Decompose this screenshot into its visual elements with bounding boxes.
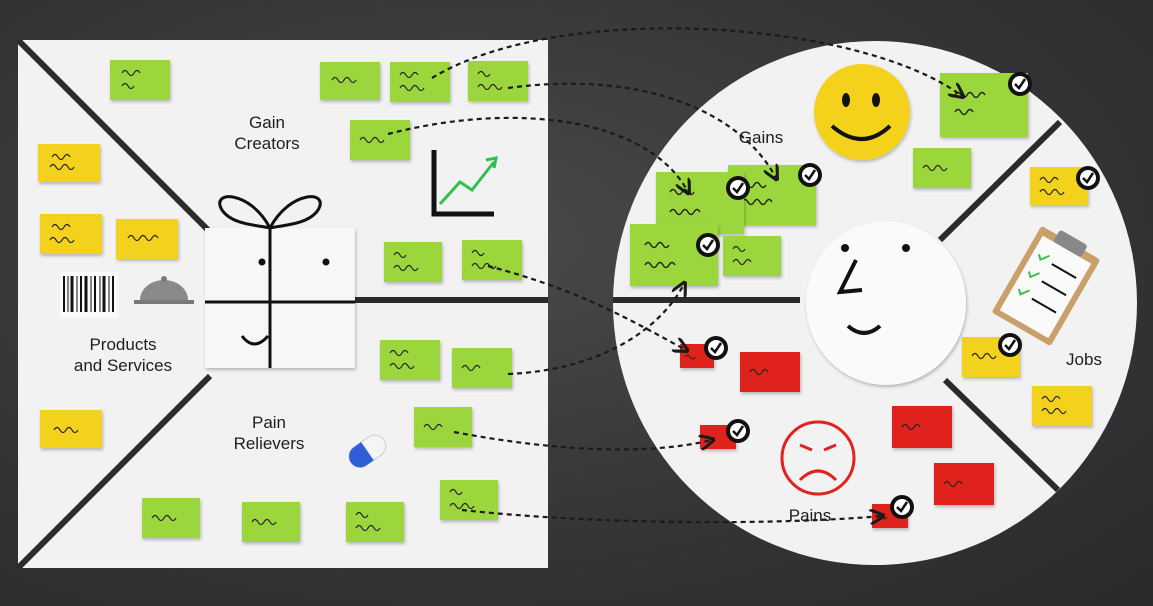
connector-arrows bbox=[387, 27, 962, 522]
sticky-note[interactable] bbox=[468, 61, 528, 101]
sticky-note[interactable] bbox=[40, 214, 102, 254]
check-icon bbox=[696, 233, 720, 257]
smiley-icon bbox=[814, 64, 910, 160]
sticky-note[interactable] bbox=[740, 352, 800, 392]
sticky-note[interactable] bbox=[242, 502, 300, 542]
sticky-note[interactable] bbox=[723, 236, 781, 276]
check-icon bbox=[726, 176, 750, 200]
sad-face-icon bbox=[780, 420, 856, 496]
sticky-note[interactable] bbox=[452, 348, 512, 388]
gains-label: Gains bbox=[738, 128, 784, 147]
pain-notes bbox=[680, 344, 994, 528]
face-icon bbox=[806, 221, 966, 385]
check-icon bbox=[1076, 166, 1100, 190]
sticky-note[interactable] bbox=[38, 144, 100, 182]
clipboard-icon bbox=[992, 226, 1100, 346]
check-icon bbox=[998, 333, 1022, 357]
sticky-note[interactable] bbox=[390, 62, 450, 102]
sticky-note[interactable] bbox=[462, 240, 522, 280]
sticky-note[interactable] bbox=[116, 219, 178, 259]
pill-icon bbox=[348, 434, 387, 468]
sticky-note[interactable] bbox=[380, 340, 440, 380]
sticky-note[interactable] bbox=[892, 406, 952, 448]
cloche-icon bbox=[134, 276, 194, 304]
sticky-note[interactable] bbox=[346, 502, 404, 542]
products-services-label: Products and Services bbox=[73, 335, 173, 375]
check-icon bbox=[798, 163, 822, 187]
gain-creators-label: Gain Creators bbox=[234, 113, 300, 153]
chart-icon bbox=[431, 150, 498, 217]
sticky-note[interactable] bbox=[414, 407, 472, 447]
sticky-note[interactable] bbox=[440, 480, 498, 520]
check-icon bbox=[1008, 72, 1032, 96]
check-icon bbox=[726, 419, 750, 443]
pains-label: Pains bbox=[788, 506, 832, 525]
check-icon bbox=[704, 336, 728, 360]
jobs-label: Jobs bbox=[1066, 350, 1102, 369]
sticky-note[interactable] bbox=[110, 60, 170, 100]
sticky-note[interactable] bbox=[142, 498, 200, 538]
job-notes bbox=[38, 144, 1092, 448]
sticky-note[interactable] bbox=[934, 463, 994, 505]
check-marks bbox=[696, 72, 1100, 519]
sticky-note[interactable] bbox=[350, 120, 410, 160]
sticky-note[interactable] bbox=[913, 148, 971, 188]
sticky-note[interactable] bbox=[1032, 386, 1092, 426]
sticky-note[interactable] bbox=[320, 62, 380, 100]
pain-relievers-label: Pain Relievers bbox=[233, 413, 305, 453]
sticky-note[interactable] bbox=[40, 410, 102, 448]
gift-icon bbox=[205, 195, 355, 368]
check-icon bbox=[890, 495, 914, 519]
barcode-icon bbox=[60, 272, 118, 318]
sticky-note[interactable] bbox=[384, 242, 442, 282]
